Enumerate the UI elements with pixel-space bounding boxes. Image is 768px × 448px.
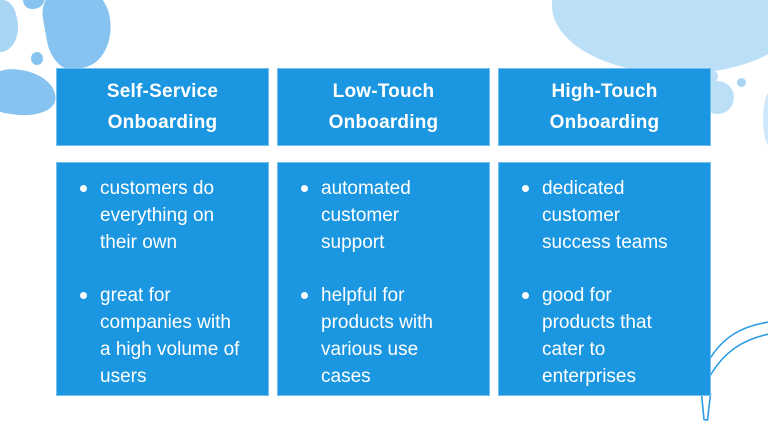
column-self-service: Self-Service Onboarding customers do eve… bbox=[56, 68, 269, 396]
bullet-item: customers do everything on their own bbox=[71, 175, 246, 256]
column-header: High-Touch Onboarding bbox=[498, 68, 711, 146]
column-header: Low-Touch Onboarding bbox=[277, 68, 490, 146]
blob-right-sliver-decoration bbox=[763, 92, 768, 146]
bullet-list: customers do everything on their own gre… bbox=[71, 175, 246, 390]
column-header-label: Low-Touch Onboarding bbox=[328, 81, 439, 133]
column-content: dedicated customer success teams good fo… bbox=[498, 162, 711, 396]
column-low-touch: Low-Touch Onboarding automated customer … bbox=[277, 68, 490, 396]
column-header-label: Self-Service Onboarding bbox=[106, 81, 219, 133]
bullet-item: automated customer support bbox=[292, 175, 467, 256]
blob-top-small-decoration bbox=[23, 0, 45, 9]
bullet-list: automated customer support helpful for p… bbox=[292, 175, 467, 390]
column-header: Self-Service Onboarding bbox=[56, 68, 269, 146]
bullet-item: good for products that cater to enterpri… bbox=[513, 282, 688, 390]
blob-right-dot-decoration bbox=[737, 78, 746, 87]
column-high-touch: High-Touch Onboarding dedicated customer… bbox=[498, 68, 711, 396]
column-content: customers do everything on their own gre… bbox=[56, 162, 269, 396]
blob-top-curvy-decoration bbox=[38, 0, 118, 74]
blob-top-right-decoration bbox=[552, 0, 768, 74]
comparison-board: Self-Service Onboarding customers do eve… bbox=[56, 68, 711, 396]
bullet-item: great for companies with a high volume o… bbox=[71, 282, 246, 390]
blob-bottom-left-decoration bbox=[0, 65, 59, 120]
bullet-item: dedicated customer success teams bbox=[513, 175, 688, 256]
blob-left-edge-decoration bbox=[0, 0, 18, 52]
column-content: automated customer support helpful for p… bbox=[277, 162, 490, 396]
column-header-label: High-Touch Onboarding bbox=[549, 81, 660, 133]
bullet-list: dedicated customer success teams good fo… bbox=[513, 175, 688, 390]
blob-dot-left-decoration bbox=[31, 52, 43, 65]
bullet-item: helpful for products with various use ca… bbox=[292, 282, 467, 390]
